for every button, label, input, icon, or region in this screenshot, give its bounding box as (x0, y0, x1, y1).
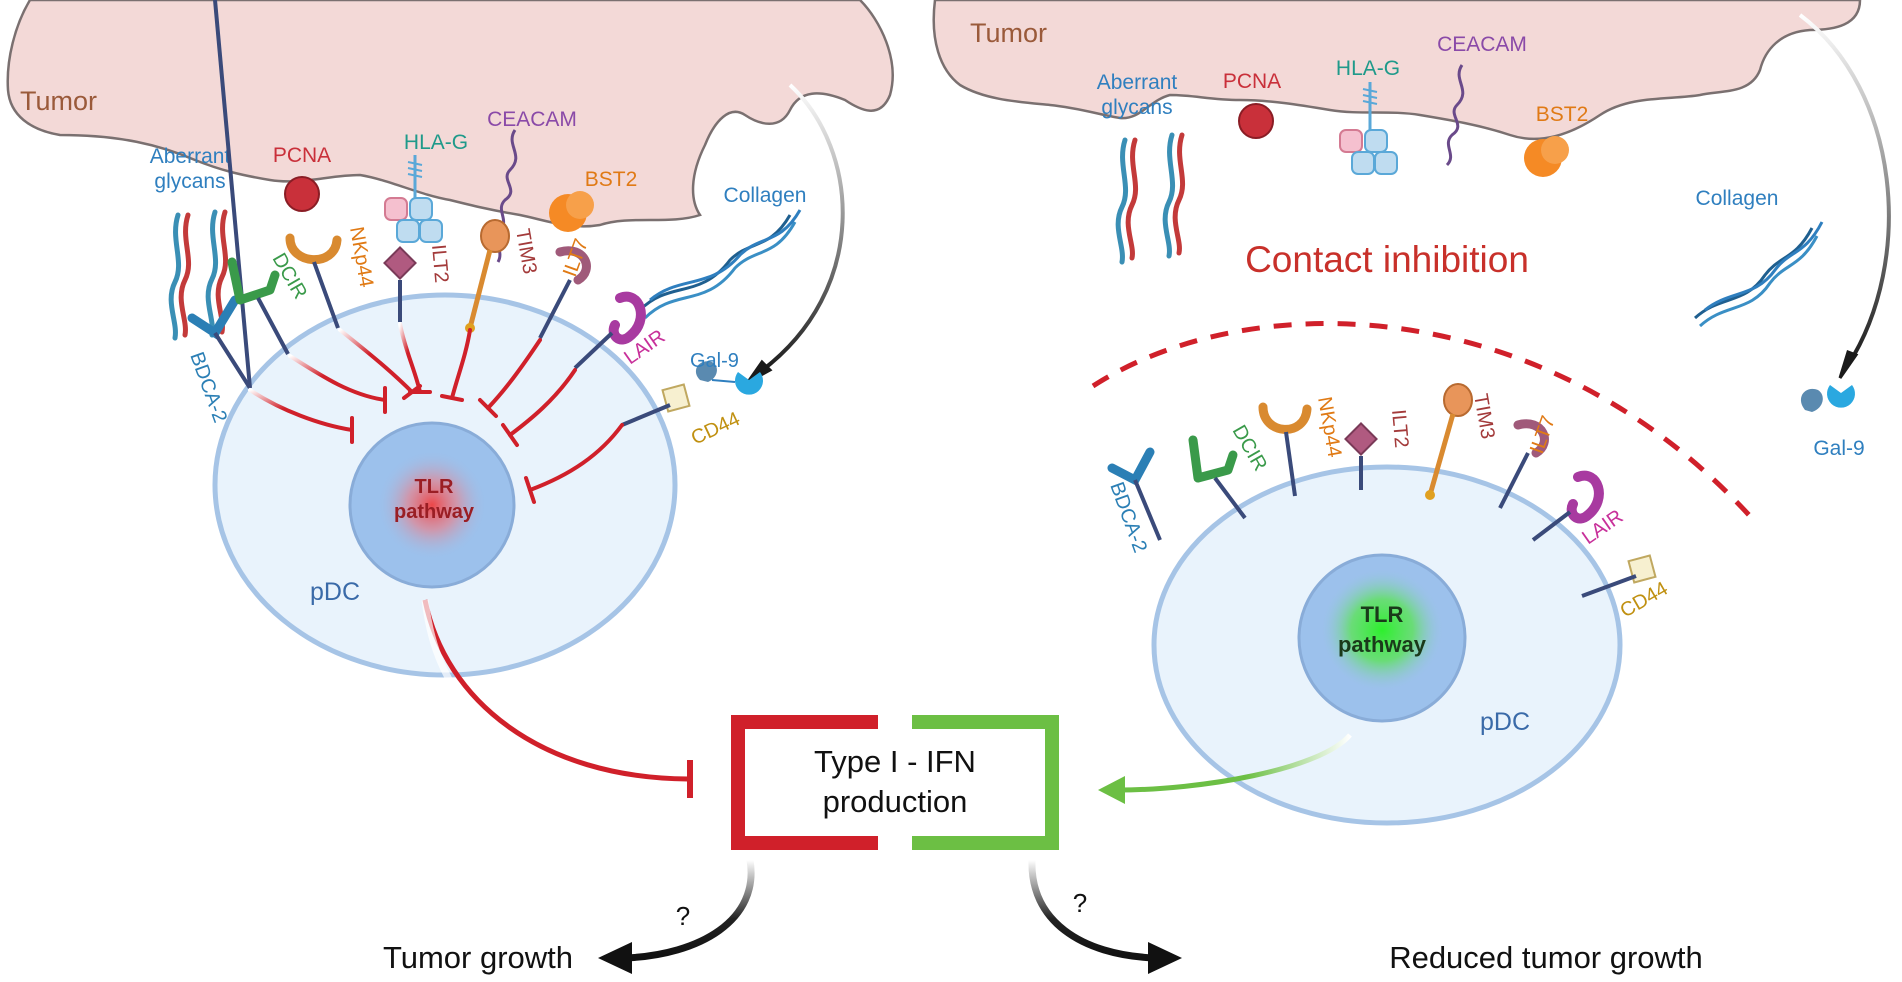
right-ilt7-label: ILT7 (1526, 413, 1560, 457)
right-hlag-label: HLA-G (1336, 57, 1400, 80)
right-panel: Tumor Aberrant glycans PCNA HLA-G CEACAM… (932, 0, 1891, 826)
right-cd44-label: CD44 (1617, 578, 1672, 623)
right-tim3-receptor (1425, 383, 1473, 500)
left-gal9-icon (695, 361, 763, 395)
left-nkp44-label: NKp44 (345, 225, 377, 289)
right-activation-arrowhead (1098, 776, 1125, 804)
right-dcir-label: DCIR (1228, 422, 1271, 475)
reduced-growth-label: Reduced tumor growth (1389, 940, 1703, 975)
right-pcna-icon (1238, 103, 1274, 139)
right-tim3-label: TIM3 (1469, 392, 1499, 441)
right-ilt2-label: ILT2 (1387, 409, 1412, 449)
reduced-growth-arrow (1028, 859, 1182, 974)
left-hlag-icon (384, 155, 443, 243)
left-collagen-icon (638, 209, 802, 320)
right-bdca2-receptor (1107, 447, 1162, 541)
ifn-box-green-bracket (912, 715, 1059, 850)
left-tlr-label-1: TLR (415, 476, 454, 498)
right-tlr-glow (1320, 568, 1444, 692)
left-pcna-label: PCNA (273, 144, 331, 167)
left-question-mark: ? (676, 901, 690, 931)
left-cd44-label: CD44 (688, 408, 744, 450)
right-pdc-label: pDC (1480, 708, 1530, 736)
left-cd44-receptor (621, 383, 691, 427)
left-lair-receptor (573, 291, 646, 370)
tumor-growth-label: Tumor growth (383, 940, 573, 975)
ifn-label-1: Type I - IFN (814, 744, 976, 779)
right-gal9-icon (1800, 385, 1855, 412)
right-lair-receptor (1531, 470, 1604, 542)
right-question-mark: ? (1073, 888, 1087, 918)
right-aberrant-label-2: glycans (1101, 96, 1172, 119)
left-tim3-receptor (465, 219, 510, 333)
right-aberrant-label-1: Aberrant (1097, 71, 1178, 94)
left-ceacam-label: CEACAM (487, 108, 577, 131)
right-activation-to-ifn-line (1117, 733, 1352, 793)
contact-inhibition-dashed-line (1091, 321, 1760, 527)
left-gal9-secretion-arrow (758, 83, 845, 374)
left-bdca2-label: BDCA-2 (185, 349, 231, 425)
right-tumor-mass (932, 0, 1862, 141)
right-hlag-icon (1339, 82, 1398, 175)
ifn-box-red-bracket (731, 715, 878, 850)
contact-inhibition-label: Contact inhibition (1245, 239, 1529, 280)
left-aberrant-label-1: Aberrant (150, 145, 231, 168)
tumor-growth-arrow (598, 859, 755, 974)
left-hlag-label: HLA-G (404, 131, 468, 154)
left-panel: Tumor Aberrant glycans PCNA HLA-G CEACAM (6, 0, 894, 798)
right-ceacam-icon (1445, 64, 1465, 167)
left-pcna-icon (284, 176, 320, 212)
right-ilt2-receptor (1344, 422, 1378, 490)
right-nkp44-label: NKp44 (1313, 395, 1345, 459)
left-dcir-receptor (227, 257, 290, 355)
left-ilt2-label: ILT2 (427, 244, 452, 284)
left-gal9-label: Gal-9 (690, 350, 739, 372)
right-tumor-label: Tumor (970, 18, 1047, 48)
ifn-label-2: production (823, 784, 968, 819)
ifn-production-box: Type I - IFN production (731, 715, 1059, 850)
right-collagen-icon (1693, 221, 1824, 328)
right-bdca2-label: BDCA-2 (1105, 479, 1151, 555)
right-ilt7-receptor (1498, 419, 1549, 509)
left-bdca2-receptor (187, 0, 252, 390)
right-tlr-label-1: TLR (1361, 602, 1404, 627)
right-collagen-label: Collagen (1696, 187, 1779, 210)
right-gal9-label: Gal-9 (1813, 437, 1864, 460)
left-inhibition-to-ifn-line (422, 599, 689, 782)
left-inhibition-arrows (248, 322, 624, 504)
right-cd44-receptor (1581, 554, 1657, 598)
right-bst2-label: BST2 (1536, 103, 1589, 126)
right-pcna-label: PCNA (1223, 70, 1281, 93)
right-ceacam-label: CEACAM (1437, 33, 1527, 56)
left-ilt7-receptor (538, 246, 591, 339)
left-tumor-label: Tumor (20, 86, 97, 116)
left-tlr-label-2: pathway (394, 501, 475, 523)
right-gal9-secretion-arrow (1798, 13, 1891, 367)
left-tlr-glow (377, 450, 487, 560)
left-aberrant-label-2: glycans (154, 170, 225, 193)
right-nkp44-receptor (1258, 402, 1312, 497)
left-ilt2-receptor (383, 246, 417, 322)
left-bst2-label: BST2 (585, 168, 638, 191)
left-pdc-label: pDC (310, 578, 360, 606)
left-tim3-label: TIM3 (511, 227, 541, 276)
left-nkp44-receptor (285, 233, 342, 329)
right-dcir-receptor (1188, 435, 1247, 520)
left-collagen-label: Collagen (724, 184, 807, 207)
right-tlr-label-2: pathway (1338, 632, 1427, 657)
right-aberrant-glycans-icon (1115, 132, 1185, 265)
